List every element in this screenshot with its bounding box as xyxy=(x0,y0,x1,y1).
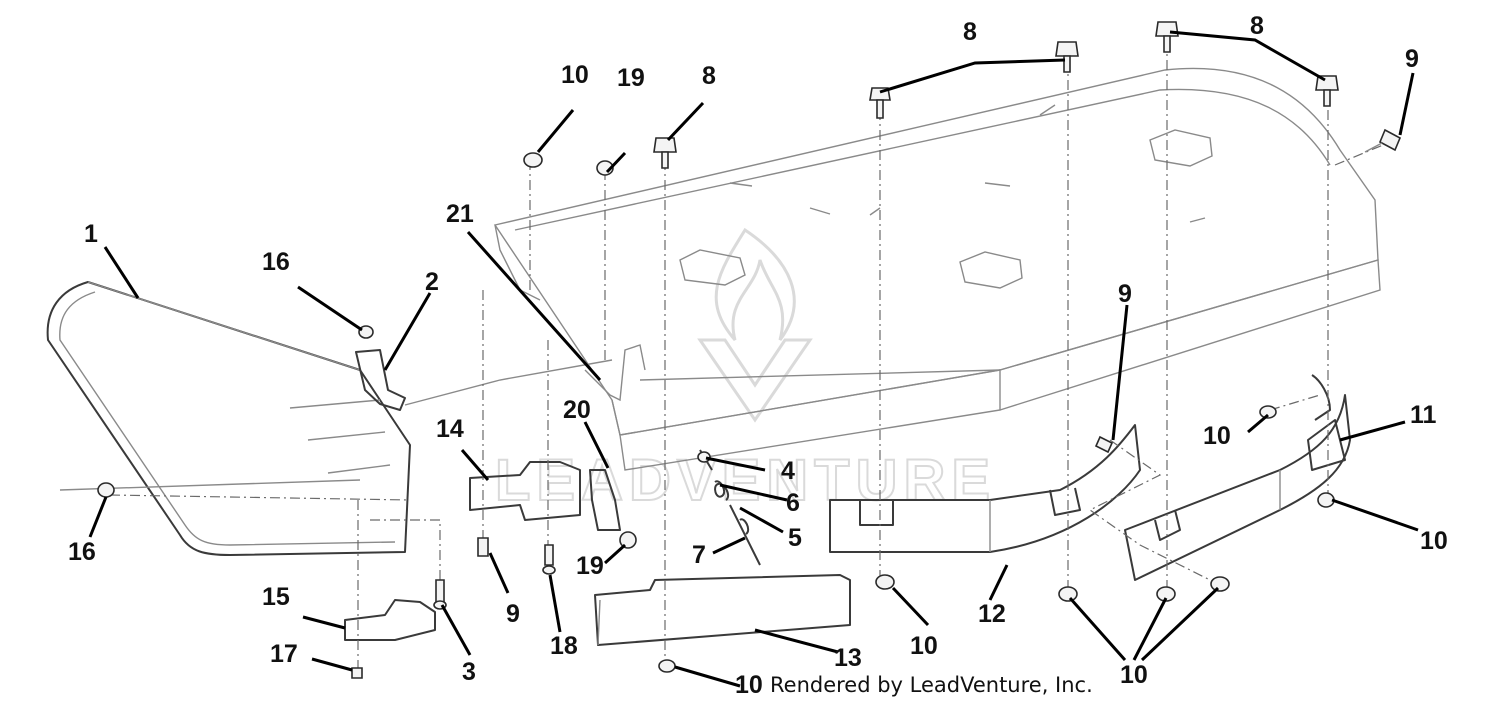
nut-icon xyxy=(875,574,895,590)
callout-8c: 8 xyxy=(702,62,716,90)
assembly-lines xyxy=(109,40,1396,670)
callout-19a: 19 xyxy=(617,64,645,92)
callout-14: 14 xyxy=(436,415,464,443)
bolt-icon xyxy=(869,87,891,119)
callout-10c: 10 xyxy=(1203,422,1231,450)
callout-18: 18 xyxy=(550,632,578,660)
nut-icon xyxy=(97,482,115,498)
callout-5: 5 xyxy=(788,524,802,552)
bolt-icon xyxy=(1055,41,1079,73)
nut-icon xyxy=(658,659,676,673)
callout-2: 2 xyxy=(425,268,439,296)
callout-21: 21 xyxy=(446,200,474,228)
callout-8a: 8 xyxy=(963,18,977,46)
callout-16a: 16 xyxy=(262,248,290,276)
callout-13: 13 xyxy=(834,644,862,672)
callout-10a: 10 xyxy=(561,61,589,89)
callout-11: 11 xyxy=(1410,401,1437,429)
callout-15: 15 xyxy=(262,583,290,611)
callout-7: 7 xyxy=(692,541,706,569)
callout-20: 20 xyxy=(563,396,591,424)
callout-17: 17 xyxy=(270,640,298,668)
deck-brackets xyxy=(344,461,851,646)
bolt-icon xyxy=(1155,21,1179,53)
bolt-icon xyxy=(351,667,363,679)
credit-text: Rendered by LeadVenture, Inc. xyxy=(770,673,1093,697)
callout-10e: 10 xyxy=(1120,661,1148,689)
callout-10f: 10 xyxy=(735,671,763,699)
callout-10b: 10 xyxy=(910,632,938,660)
callout-9b: 9 xyxy=(1118,280,1132,308)
nut-icon xyxy=(1210,576,1230,592)
bolt-icon xyxy=(433,579,447,610)
bolt-icon xyxy=(653,137,677,169)
discharge-chute xyxy=(46,281,411,556)
mower-deck xyxy=(493,67,1381,471)
watermark-logo: LEADVENTURE xyxy=(494,227,996,514)
callout-12: 12 xyxy=(978,600,1006,628)
callout-3: 3 xyxy=(462,658,476,686)
bolt-icon xyxy=(477,537,489,557)
nut-icon xyxy=(1058,586,1078,602)
hinge-bracket xyxy=(355,349,613,411)
hardware xyxy=(97,21,1402,679)
nut-icon xyxy=(523,152,543,168)
callout-16b: 16 xyxy=(68,538,96,566)
bolt-icon xyxy=(1364,128,1402,153)
nut-icon xyxy=(1259,405,1277,419)
callout-9a: 9 xyxy=(1405,45,1419,73)
callout-8b: 8 xyxy=(1250,12,1264,40)
leader-lines xyxy=(88,30,1419,688)
callout-1: 1 xyxy=(84,220,98,248)
callout-10d: 10 xyxy=(1420,527,1448,555)
callout-6: 6 xyxy=(786,489,800,517)
watermark-text: LEADVENTURE xyxy=(495,448,996,513)
bolt-icon xyxy=(542,544,556,575)
nut-icon xyxy=(1317,492,1335,508)
callouts: 1 2 3 4 5 6 7 8 8 8 9 9 9 10 10 10 10 10… xyxy=(68,12,1448,699)
bolt-icon xyxy=(1315,75,1339,107)
callout-4: 4 xyxy=(781,457,795,485)
rear-baffle xyxy=(1124,374,1351,581)
bolt-icon xyxy=(1094,435,1114,454)
callout-9c: 9 xyxy=(506,600,520,628)
callout-19b: 19 xyxy=(576,552,604,580)
front-baffle xyxy=(829,424,1141,553)
